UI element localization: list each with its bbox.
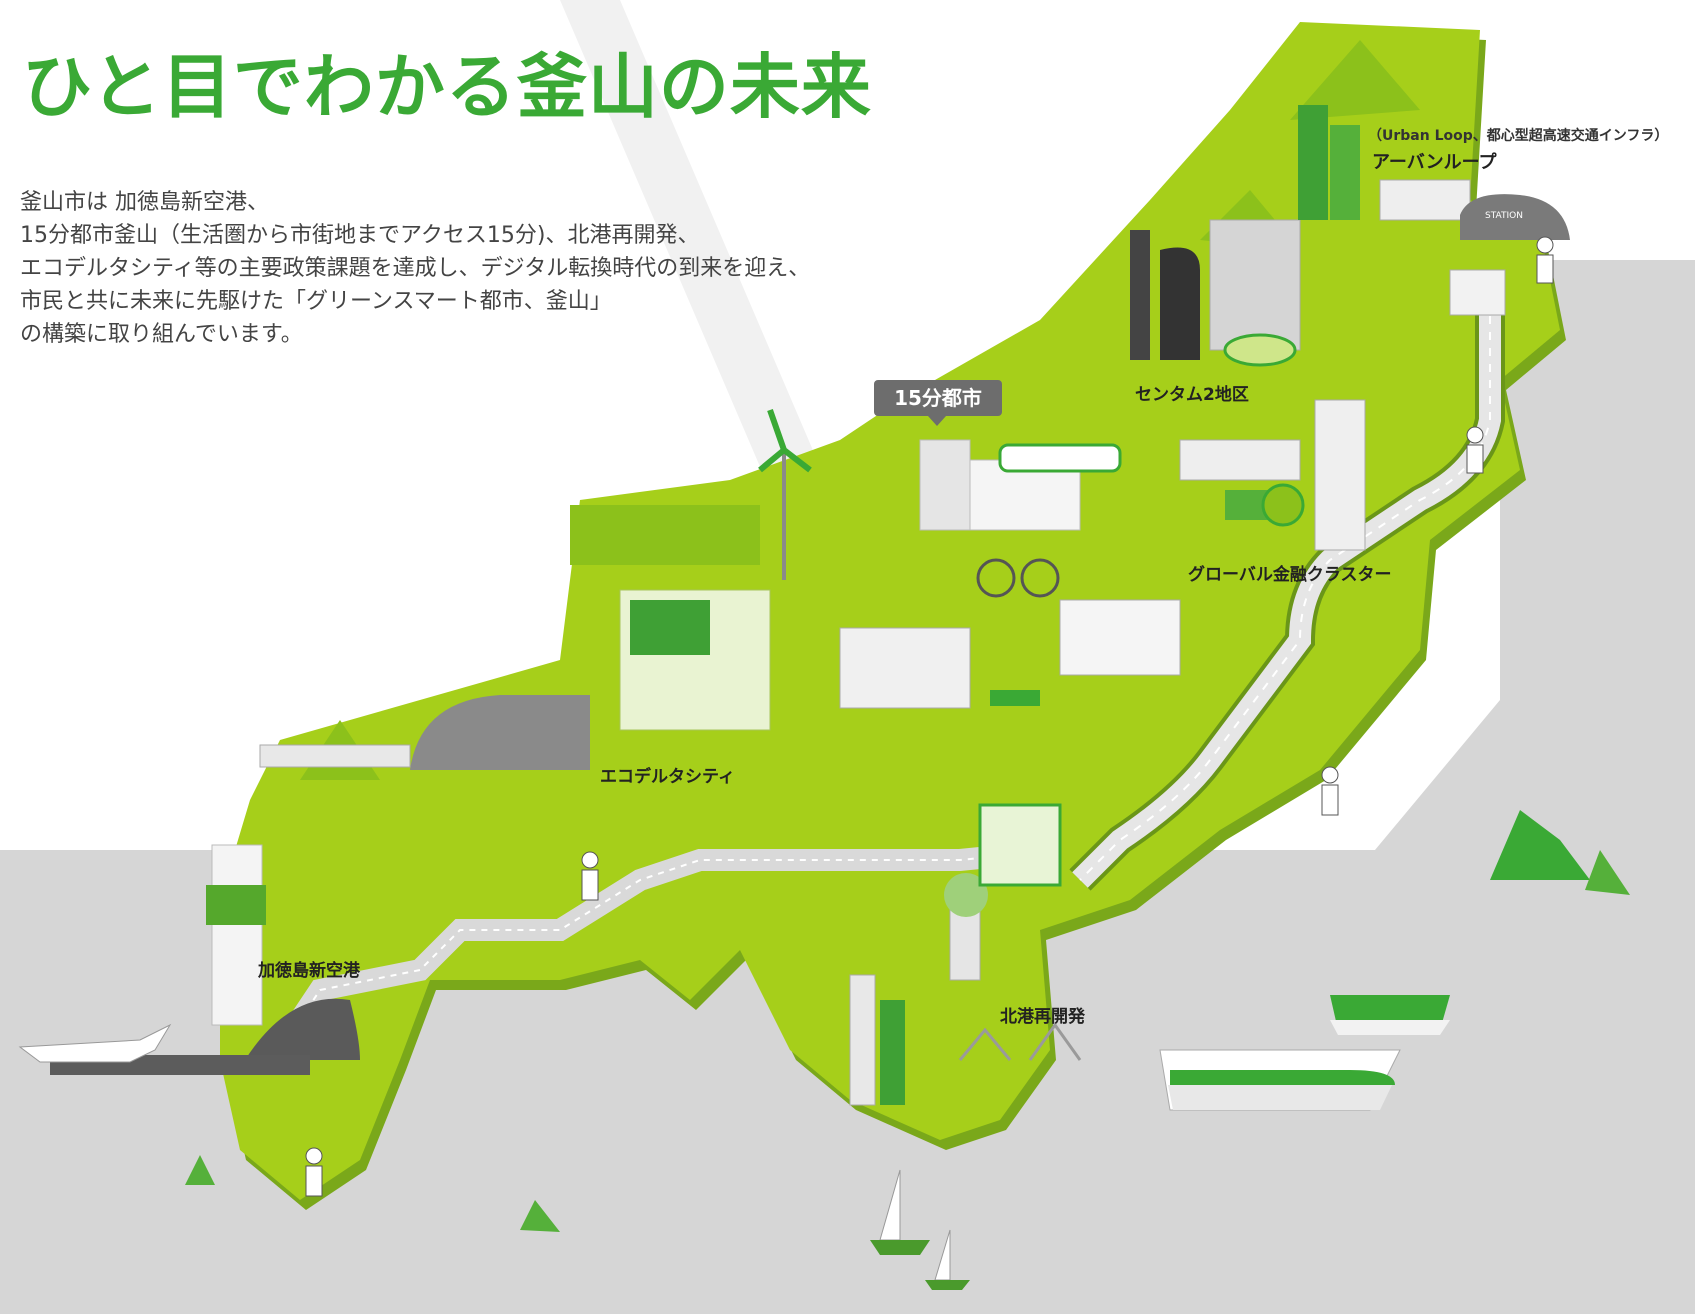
gadeokdo-airport-label: 加徳島新空港 bbox=[258, 961, 360, 981]
eco-delta-city-label: エコデルタシティ bbox=[600, 767, 735, 787]
station-sign: STATION bbox=[1485, 211, 1523, 221]
north-port-illustration bbox=[849, 803, 1082, 1106]
intro-line: エコデルタシティ等の主要政策課題を達成し、デジタル転換時代の到来を迎え、 bbox=[20, 256, 811, 281]
page-title: ひと目でわかる釜山の未来 bbox=[22, 46, 872, 128]
north-port-label: 北港再開発 bbox=[1000, 1007, 1085, 1027]
people-figures bbox=[305, 236, 1554, 1197]
fifteen-minute-city-tag: 15分都市 bbox=[874, 380, 1002, 426]
sailboat-icons bbox=[870, 1169, 970, 1290]
airplane-icon bbox=[18, 1023, 172, 1063]
global-finance-label: グローバル金融クラスター bbox=[1188, 565, 1392, 585]
intro-line: 15分都市釜山（生活圏から市街地までアクセス15分)、北港再開発、 bbox=[20, 223, 700, 248]
fifteen-minute-city-illustration bbox=[839, 439, 1181, 709]
intro-line: 釜山市は 加徳島新空港、 bbox=[20, 190, 269, 215]
intro-paragraph: 釜山市は 加徳島新空港、 15分都市釜山（生活圏から市街地までアクセス15分)、… bbox=[20, 186, 1030, 351]
intro-line: 市民と共に未来に先駆けた「グリーンスマート都市、釜山」 bbox=[20, 289, 612, 314]
station-building bbox=[259, 695, 590, 770]
airport-terminal bbox=[50, 844, 360, 1075]
centum-label: センタム2地区 bbox=[1135, 385, 1249, 405]
background-road bbox=[560, 0, 860, 560]
urban-loop-subtitle: （Urban Loop、都心型超高速交通インフラ） bbox=[1368, 128, 1669, 144]
finance-cluster-illustration bbox=[1179, 399, 1366, 551]
eco-delta-city-illustration bbox=[570, 409, 812, 731]
intro-line: の構築に取り組んでいます。 bbox=[20, 322, 303, 347]
centum-illustration bbox=[1130, 219, 1301, 367]
urban-loop-towers bbox=[1298, 105, 1570, 316]
island-icons bbox=[185, 810, 1630, 1232]
urban-loop-label: アーバンループ bbox=[1372, 152, 1497, 173]
ship-icons bbox=[1159, 995, 1450, 1111]
